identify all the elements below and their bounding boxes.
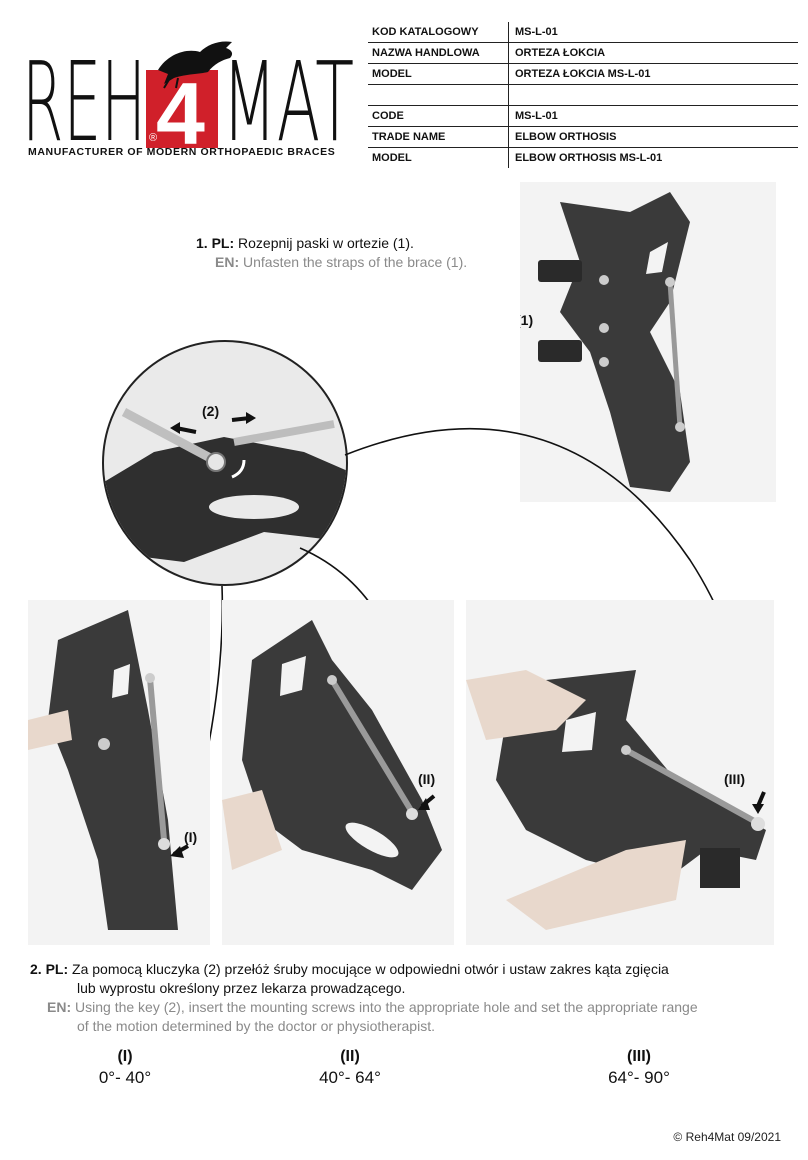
spec-row: KOD KATALOGOWY MS-L-01 <box>368 22 798 43</box>
spec-key: MODEL <box>368 148 509 168</box>
range-degrees: 40°- 64° <box>319 1068 381 1087</box>
logo-left-letters: REH <box>22 38 146 150</box>
step2-instructions: 2. PL: Za pomocą kluczyka (2) przełóż śr… <box>30 960 800 1036</box>
elbow-brace-illustration: (1) <box>516 192 690 492</box>
range-degrees: 64°- 90° <box>608 1068 670 1087</box>
logo-right-letters: MAT <box>222 38 354 150</box>
photo-position-i: (I) <box>28 600 210 945</box>
spec-row-empty <box>368 85 798 106</box>
arrow-icon <box>170 846 184 858</box>
lang-tag-en: EN: <box>215 254 240 270</box>
lang-tag-pl: PL: <box>45 961 69 977</box>
spec-value: ORTEZA ŁOKCIA <box>515 47 606 59</box>
range-roman: (II) <box>340 1048 360 1065</box>
brace-position-iii-illustration: (III) <box>466 670 766 930</box>
hand <box>222 790 282 870</box>
spec-key: MODEL <box>368 64 509 84</box>
spec-table: KOD KATALOGOWY MS-L-01 NAZWA HANDLOWA ORTE… <box>368 22 798 168</box>
spec-row: MODEL ELBOW ORTHOSIS MS-L-01 <box>368 148 798 168</box>
step2-pl-line1: 2. PL: Za pomocą kluczyka (2) przełóż śr… <box>30 960 800 979</box>
range-roman: (I) <box>117 1048 133 1065</box>
callout-hole-iii: (III) <box>724 771 745 787</box>
brace-end-cuff <box>700 848 740 888</box>
step2-pl-text-1: Za pomocą kluczyka (2) przełóż śruby moc… <box>72 961 669 977</box>
key-tool <box>121 408 217 464</box>
copyright: © Reh4Mat 09/2021 <box>673 1130 781 1144</box>
spec-key <box>368 85 509 105</box>
step2-en-line1: EN: Using the key (2), insert the mounti… <box>30 998 800 1017</box>
spec-value: ORTEZA ŁOKCIA MS-L-01 <box>515 68 651 80</box>
spec-key: CODE <box>368 106 509 126</box>
arrow-left-icon <box>170 422 180 434</box>
spec-key: NAZWA HANDLOWA <box>368 43 509 63</box>
logo-registered-mark: ® <box>149 132 157 144</box>
brace-position-i-illustration: (I) <box>28 610 197 930</box>
hand-lower <box>506 840 686 930</box>
key-detail-zoom: (2) <box>102 340 348 586</box>
hand-upper <box>466 670 586 740</box>
raven-icon <box>158 41 233 84</box>
callout-key: (2) <box>202 403 219 419</box>
spec-value: MS-L-01 <box>515 26 558 38</box>
step2-en-text-1: Using the key (2), insert the mounting s… <box>75 999 698 1015</box>
spec-value: ELBOW ORTHOSIS <box>515 131 617 143</box>
range-roman: (III) <box>627 1048 651 1065</box>
step2-en-text-2: of the motion determined by the doctor o… <box>77 1018 435 1034</box>
spec-value <box>509 85 798 105</box>
step1-en: EN: Unfasten the straps of the brace (1)… <box>196 253 467 272</box>
step1-instructions: 1. PL: Rozepnij paski w ortezie (1). EN:… <box>196 234 467 272</box>
strap-buckle-upper <box>538 260 582 282</box>
range-ii: (II) 40°- 64° <box>305 1048 395 1088</box>
callout-straps: (1) <box>520 312 533 328</box>
arrow-icon <box>418 798 430 810</box>
strap-buckle-lower <box>538 340 582 362</box>
brand-logo: REH 4 ® MAT MANUFACTURER OF MODERN ORTHO… <box>18 18 358 168</box>
spec-row: TRADE NAME ELBOW ORTHOSIS <box>368 127 798 148</box>
brace-photo: (1) <box>516 182 776 502</box>
arrow-right-icon <box>246 412 256 424</box>
spec-value: ELBOW ORTHOSIS MS-L-01 <box>515 152 663 164</box>
logo-wordmark: REH 4 ® MAT <box>22 38 354 150</box>
spec-key: TRADE NAME <box>368 127 509 147</box>
logo-red-block <box>146 70 218 148</box>
step1-pl: 1. PL: Rozepnij paski w ortezie (1). <box>196 234 467 253</box>
range-degrees: 0°- 40° <box>98 1068 152 1087</box>
key-ring <box>206 452 226 472</box>
rotate-arrow-icon <box>231 459 246 479</box>
spec-row: NAZWA HANDLOWA ORTEZA ŁOKCIA <box>368 43 798 64</box>
logo-number: 4 <box>156 64 205 150</box>
callout-hole-i: (I) <box>184 829 197 845</box>
step1-en-text: Unfasten the straps of the brace (1). <box>243 254 468 270</box>
spec-key: KOD KATALOGOWY <box>368 22 509 42</box>
spec-value: MS-L-01 <box>515 110 558 122</box>
photo-position-iii: (III) <box>466 600 774 945</box>
step-number: 2. <box>30 961 42 977</box>
brace-position-ii-illustration: (II) <box>222 620 442 890</box>
logo-tagline: MANUFACTURER OF MODERN ORTHOPAEDIC BRACE… <box>28 146 336 158</box>
lang-tag-pl: PL: <box>211 235 235 251</box>
key-detail-illustration: (2) <box>104 403 346 562</box>
lang-tag-en: EN: <box>47 999 72 1015</box>
callout-hole-ii: (II) <box>418 771 435 787</box>
range-iii: (III) 64°- 90° <box>592 1048 686 1088</box>
step-number: 1. <box>196 235 208 251</box>
photo-position-ii: (II) <box>222 600 454 945</box>
arrow-icon <box>752 804 764 814</box>
spec-row: CODE MS-L-01 <box>368 106 798 127</box>
step1-pl-text: Rozepnij paski w ortezie (1). <box>238 235 414 251</box>
spec-row: MODEL ORTEZA ŁOKCIA MS-L-01 <box>368 64 798 85</box>
hand <box>28 710 72 750</box>
range-i: (I) 0°- 40° <box>80 1048 170 1088</box>
step2-pl-text-2: lub wyprostu określony przez lekarza pro… <box>77 980 406 996</box>
